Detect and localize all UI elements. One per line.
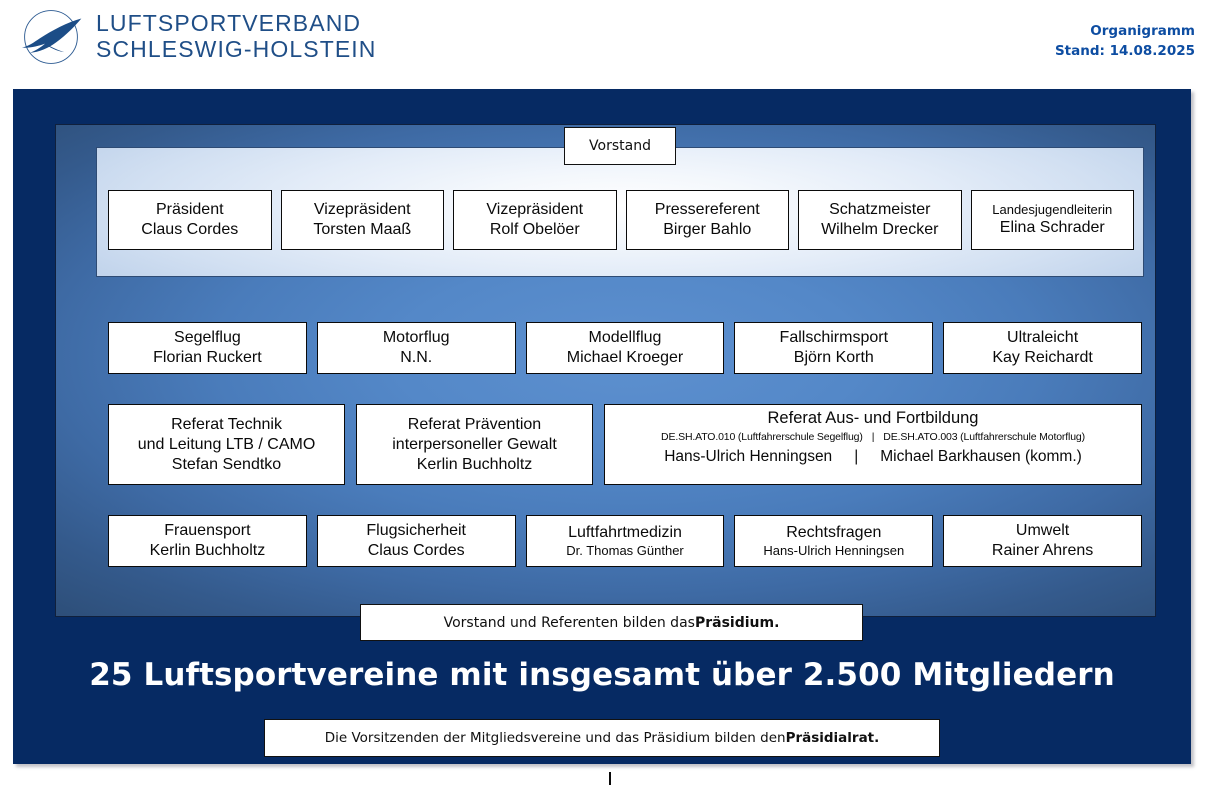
discipline-segelflug[interactable]: Segelflug Florian Ruckert: [108, 322, 307, 374]
referat-praevention[interactable]: Referat Prävention interpersoneller Gewa…: [356, 404, 593, 485]
referat-title-line-2: und Leitung LTB / CAMO: [137, 435, 316, 453]
role-label: Ultraleicht: [1007, 329, 1079, 346]
praesidialrat-text: Die Vorsitzenden der Mitgliedsvereine un…: [324, 730, 786, 746]
person-name: Hans-Ulrich Henningsen: [763, 542, 905, 558]
praesidialrat-keyword: Präsidialrat.: [785, 730, 880, 746]
referat-row-top: Referat Technik und Leitung LTB / CAMO S…: [108, 404, 1142, 485]
role-label: Flugsicherheit: [366, 522, 466, 539]
vorstand-member-pressereferent[interactable]: Pressereferent Birger Bahlo: [625, 190, 789, 250]
member-count-headline: 25 Luftsportvereine mit insgesamt über 2…: [89, 657, 1115, 693]
discipline-fallschirmsport[interactable]: Fallschirmsport Björn Korth: [734, 322, 934, 374]
person-name: Stefan Sendtko: [171, 455, 282, 473]
person-name: Rainer Ahrens: [991, 542, 1094, 559]
discipline-motorflug[interactable]: Motorflug N.N.: [316, 322, 516, 374]
referat-rechtsfragen[interactable]: Rechtsfragen Hans-Ulrich Henningsen: [734, 515, 934, 567]
praesidium-keyword: Präsidium.: [694, 614, 780, 631]
document-title: Organigramm: [1090, 23, 1195, 39]
vorstand-panel: Vorstand Präsident Claus Cordes Vizepräs…: [96, 127, 1144, 277]
vorstand-member-row: Präsident Claus Cordes Vizepräsident Tor…: [108, 190, 1134, 250]
role-label: Luftfahrtmedizin: [568, 523, 682, 541]
role-label: Präsident: [155, 201, 224, 218]
brand-wordmark: LUFTSPORTVERBAND SCHLESWIG-HOLSTEIN: [96, 10, 377, 63]
praesidialrat-banner: Die Vorsitzenden der Mitgliedsvereine un…: [264, 719, 940, 757]
discipline-ultraleicht[interactable]: Ultraleicht Kay Reichardt: [943, 322, 1142, 374]
person-name-left: Hans-Ulrich Henningsen: [664, 447, 833, 465]
role-label: Umwelt: [1015, 522, 1070, 539]
referat-technik[interactable]: Referat Technik und Leitung LTB / CAMO S…: [108, 404, 345, 485]
brand-logo: LUFTSPORTVERBAND SCHLESWIG-HOLSTEIN: [18, 4, 377, 70]
vorstand-member-vizepraesident-2[interactable]: Vizepräsident Rolf Obelöer: [453, 190, 617, 250]
discipline-modellflug[interactable]: Modellflug Michael Kroeger: [525, 322, 725, 374]
person-name: Florian Ruckert: [153, 349, 262, 366]
header-meta: Organigramm Stand: 14.08.2025: [1055, 22, 1195, 61]
person-name: Birger Bahlo: [663, 221, 752, 238]
role-label: Motorflug: [382, 329, 450, 346]
discipline-row: Segelflug Florian Ruckert Motorflug N.N.…: [108, 322, 1142, 374]
person-name: Björn Korth: [793, 349, 874, 366]
praesidium-banner: Vorstand und Referenten bilden das Präsi…: [360, 604, 863, 641]
person-name: Wilhelm Drecker: [821, 221, 939, 238]
person-separator: |: [854, 447, 859, 465]
referat-frauensport[interactable]: Frauensport Kerlin Buchholtz: [108, 515, 307, 567]
presidium-panel: Vorstand Präsident Claus Cordes Vizepräs…: [55, 124, 1156, 617]
person-name: N.N.: [400, 349, 433, 366]
person-name: Rolf Obelöer: [489, 221, 580, 238]
brand-line-2: SCHLESWIG-HOLSTEIN: [96, 36, 377, 62]
person-name: Torsten Maaß: [313, 221, 412, 238]
role-label: Modellflug: [588, 329, 662, 346]
referat-aus-und-fortbildung[interactable]: Referat Aus- und Fortbildung DE.SH.ATO.0…: [604, 404, 1142, 485]
person-name: Kay Reichardt: [992, 349, 1093, 366]
person-name: Michael Kroeger: [566, 349, 684, 366]
person-name: Elina Schrader: [999, 219, 1105, 237]
ato-code-right: DE.SH.ATO.003 (Luftfahrerschule Motorflu…: [883, 430, 1085, 443]
role-label: Vizepräsident: [313, 201, 411, 218]
role-label: Frauensport: [164, 522, 251, 539]
vorstand-label: Vorstand: [564, 127, 676, 165]
vorstand-member-vizepraesident-1[interactable]: Vizepräsident Torsten Maaß: [280, 190, 444, 250]
role-label: Rechtsfragen: [786, 523, 882, 541]
code-separator: |: [871, 430, 875, 443]
person-name: Kerlin Buchholtz: [416, 455, 533, 473]
page-header: LUFTSPORTVERBAND SCHLESWIG-HOLSTEIN Orga…: [0, 0, 1207, 85]
brand-line-1: LUFTSPORTVERBAND: [96, 10, 362, 37]
ato-code-row: DE.SH.ATO.010 (Luftfahrerschule Segelflu…: [609, 431, 1137, 444]
role-label: Fallschirmsport: [779, 329, 889, 346]
referat-title-line-1: Referat Prävention: [407, 415, 542, 433]
referat-title-line-2: interpersoneller Gewalt: [392, 435, 557, 453]
referat-umwelt[interactable]: Umwelt Rainer Ahrens: [943, 515, 1142, 567]
role-label: Segelflug: [174, 329, 241, 346]
person-name: Kerlin Buchholtz: [149, 542, 266, 559]
praesidium-text: Vorstand und Referenten bilden das: [443, 614, 695, 631]
person-name-right: Michael Barkhausen (komm.): [880, 447, 1082, 465]
person-name: Claus Cordes: [367, 542, 465, 559]
vorstand-member-landesjugendleiterin[interactable]: Landesjugendleiterin Elina Schrader: [970, 190, 1134, 250]
referat-title-line-1: Referat Technik: [171, 415, 282, 433]
referat-title: Referat Aus- und Fortbildung: [767, 409, 979, 427]
bottom-tick-mark: [609, 772, 611, 785]
person-name: Claus Cordes: [141, 221, 239, 238]
ato-person-row: Hans-Ulrich Henningsen | Michael Barkhau…: [609, 447, 1137, 467]
person-name: Dr. Thomas Günther: [566, 542, 684, 558]
role-label: Schatzmeister: [829, 201, 931, 218]
role-label: Pressereferent: [654, 201, 760, 218]
ato-code-left: DE.SH.ATO.010 (Luftfahrerschule Segelflu…: [661, 430, 863, 443]
referat-luftfahrtmedizin[interactable]: Luftfahrtmedizin Dr. Thomas Günther: [525, 515, 725, 567]
referat-row-bottom: Frauensport Kerlin Buchholtz Flugsicherh…: [108, 515, 1142, 567]
organigram-panel: Vorstand Präsident Claus Cordes Vizepräs…: [13, 89, 1191, 764]
vorstand-member-praesident[interactable]: Präsident Claus Cordes: [108, 190, 272, 250]
swift-bird-in-circle-logo-icon: [21, 10, 82, 64]
role-label: Vizepräsident: [486, 201, 584, 218]
role-label: Landesjugendleiterin: [992, 201, 1113, 217]
vorstand-member-schatzmeister[interactable]: Schatzmeister Wilhelm Drecker: [798, 190, 962, 250]
document-date: Stand: 14.08.2025: [1054, 42, 1195, 59]
referat-flugsicherheit[interactable]: Flugsicherheit Claus Cordes: [316, 515, 516, 567]
